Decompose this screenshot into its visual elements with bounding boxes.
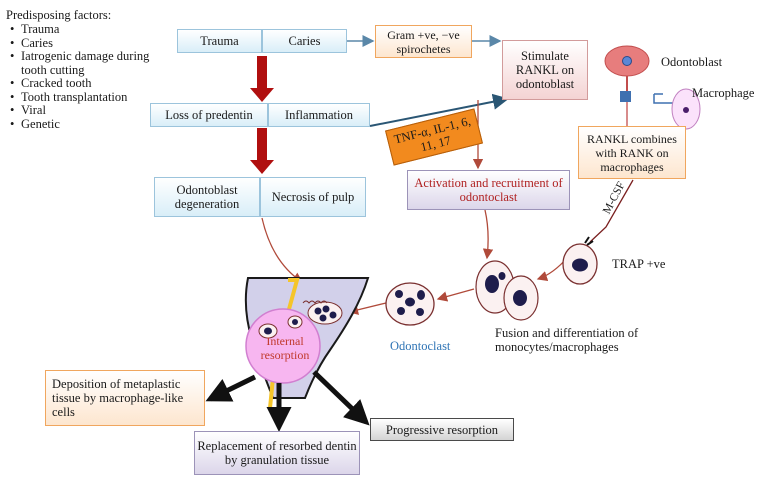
gram-box: Gram +ve, −ve spirochetes — [375, 25, 472, 58]
odontoblast-label: Odontoblast — [661, 55, 723, 69]
arrow-to-deposition — [205, 374, 257, 402]
predisposing-title: Predisposing factors: — [6, 8, 112, 22]
internal-resorption-label: Internal resorption — [260, 334, 310, 362]
macrophage-nucleus — [683, 107, 689, 113]
odontoblast-nucleus — [622, 56, 632, 66]
activation-box: Activation and recruitment of odontoclas… — [407, 170, 570, 210]
mcsf-receptor-icon — [584, 236, 594, 246]
progressive-box: Progressive resorption — [370, 418, 514, 441]
tooth-odontoclast-cluster — [302, 300, 343, 325]
stimulate-box: Stimulate RANKL on odontoblast — [502, 40, 588, 100]
factor-item: Trauma — [10, 22, 176, 37]
rankl-combines-box: RANKL combines with RANK on macrophages — [578, 126, 686, 179]
necrosis-box: Necrosis of pulp — [260, 177, 366, 217]
arrow-degeneration-to-tooth — [261, 217, 304, 283]
factor-item: Tooth transplantation — [10, 90, 176, 105]
rank-receptor — [653, 93, 674, 104]
arrow-to-progressive — [312, 370, 370, 426]
caries-box: Caries — [262, 29, 347, 53]
mcsf-line — [589, 179, 634, 243]
trap-nucleus — [572, 258, 588, 272]
macrophage-label: Macrophage — [692, 86, 755, 100]
factor-item: Cracked tooth — [10, 76, 176, 91]
factor-item: Viral — [10, 103, 176, 118]
factor-item: Genetic — [10, 117, 176, 132]
odontoclast-cell — [385, 282, 435, 326]
odontoblast-degeneration-box: Odontoblast degeneration — [154, 177, 260, 217]
deposition-box: Deposition of metaplastic tissue by macr… — [45, 370, 205, 426]
down-arrow-2 — [250, 128, 274, 174]
replacement-box: Replacement of resorbed dentin by granul… — [194, 431, 360, 475]
arrow-activation-to-fusion — [482, 209, 494, 260]
factor-item: Iatrogenic damage during tooth cutting — [10, 49, 176, 77]
predisposing-list: Trauma Caries Iatrogenic damage during t… — [6, 22, 176, 132]
down-arrow-1 — [250, 56, 274, 102]
arrow-fusion-to-odontoclast — [436, 288, 475, 302]
trauma-box: Trauma — [177, 29, 262, 53]
inflammation-box: Inflammation — [268, 103, 370, 127]
factor-item: Caries — [10, 36, 176, 51]
loss-predentin-box: Loss of predentin — [150, 103, 268, 127]
predisposing-factors: Predisposing factors: Trauma Caries Iatr… — [6, 8, 176, 131]
odontoclast-label: Odontoclast — [390, 339, 451, 353]
trap-label: TRAP +ve — [612, 257, 666, 271]
fusion-label: Fusion and differentiation of monocytes/… — [495, 326, 639, 354]
fusion-cluster — [475, 260, 539, 321]
arrow-inflammation-to-stimulate — [369, 93, 509, 127]
rankl-receptor — [620, 91, 631, 102]
